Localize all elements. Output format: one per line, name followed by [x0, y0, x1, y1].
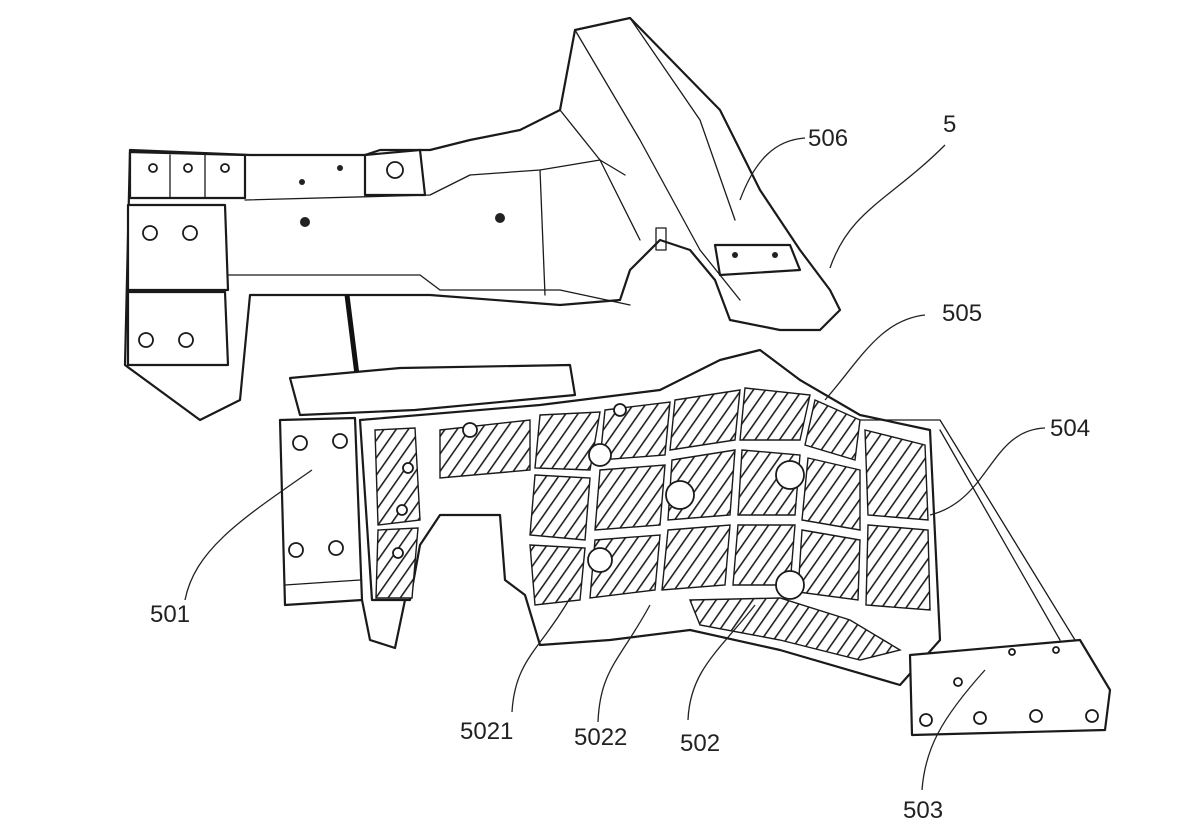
label-5: 5 [943, 111, 956, 138]
mount-501 [278, 363, 577, 650]
upper-rail [123, 16, 842, 422]
label-5021: 5021 [460, 718, 513, 745]
reference-labels: 506 5 505 504 501 5021 5022 502 503 [150, 111, 1090, 824]
label-504: 504 [1050, 415, 1090, 442]
leader-lines [184, 137, 1046, 791]
label-505: 505 [942, 300, 982, 327]
label-5022: 5022 [574, 724, 627, 751]
label-506: 506 [808, 125, 848, 152]
absorber-block [358, 348, 942, 687]
label-502: 502 [680, 730, 720, 757]
label-501: 501 [150, 601, 190, 628]
rear-plate-503 [859, 419, 1112, 737]
label-503: 503 [903, 797, 943, 824]
